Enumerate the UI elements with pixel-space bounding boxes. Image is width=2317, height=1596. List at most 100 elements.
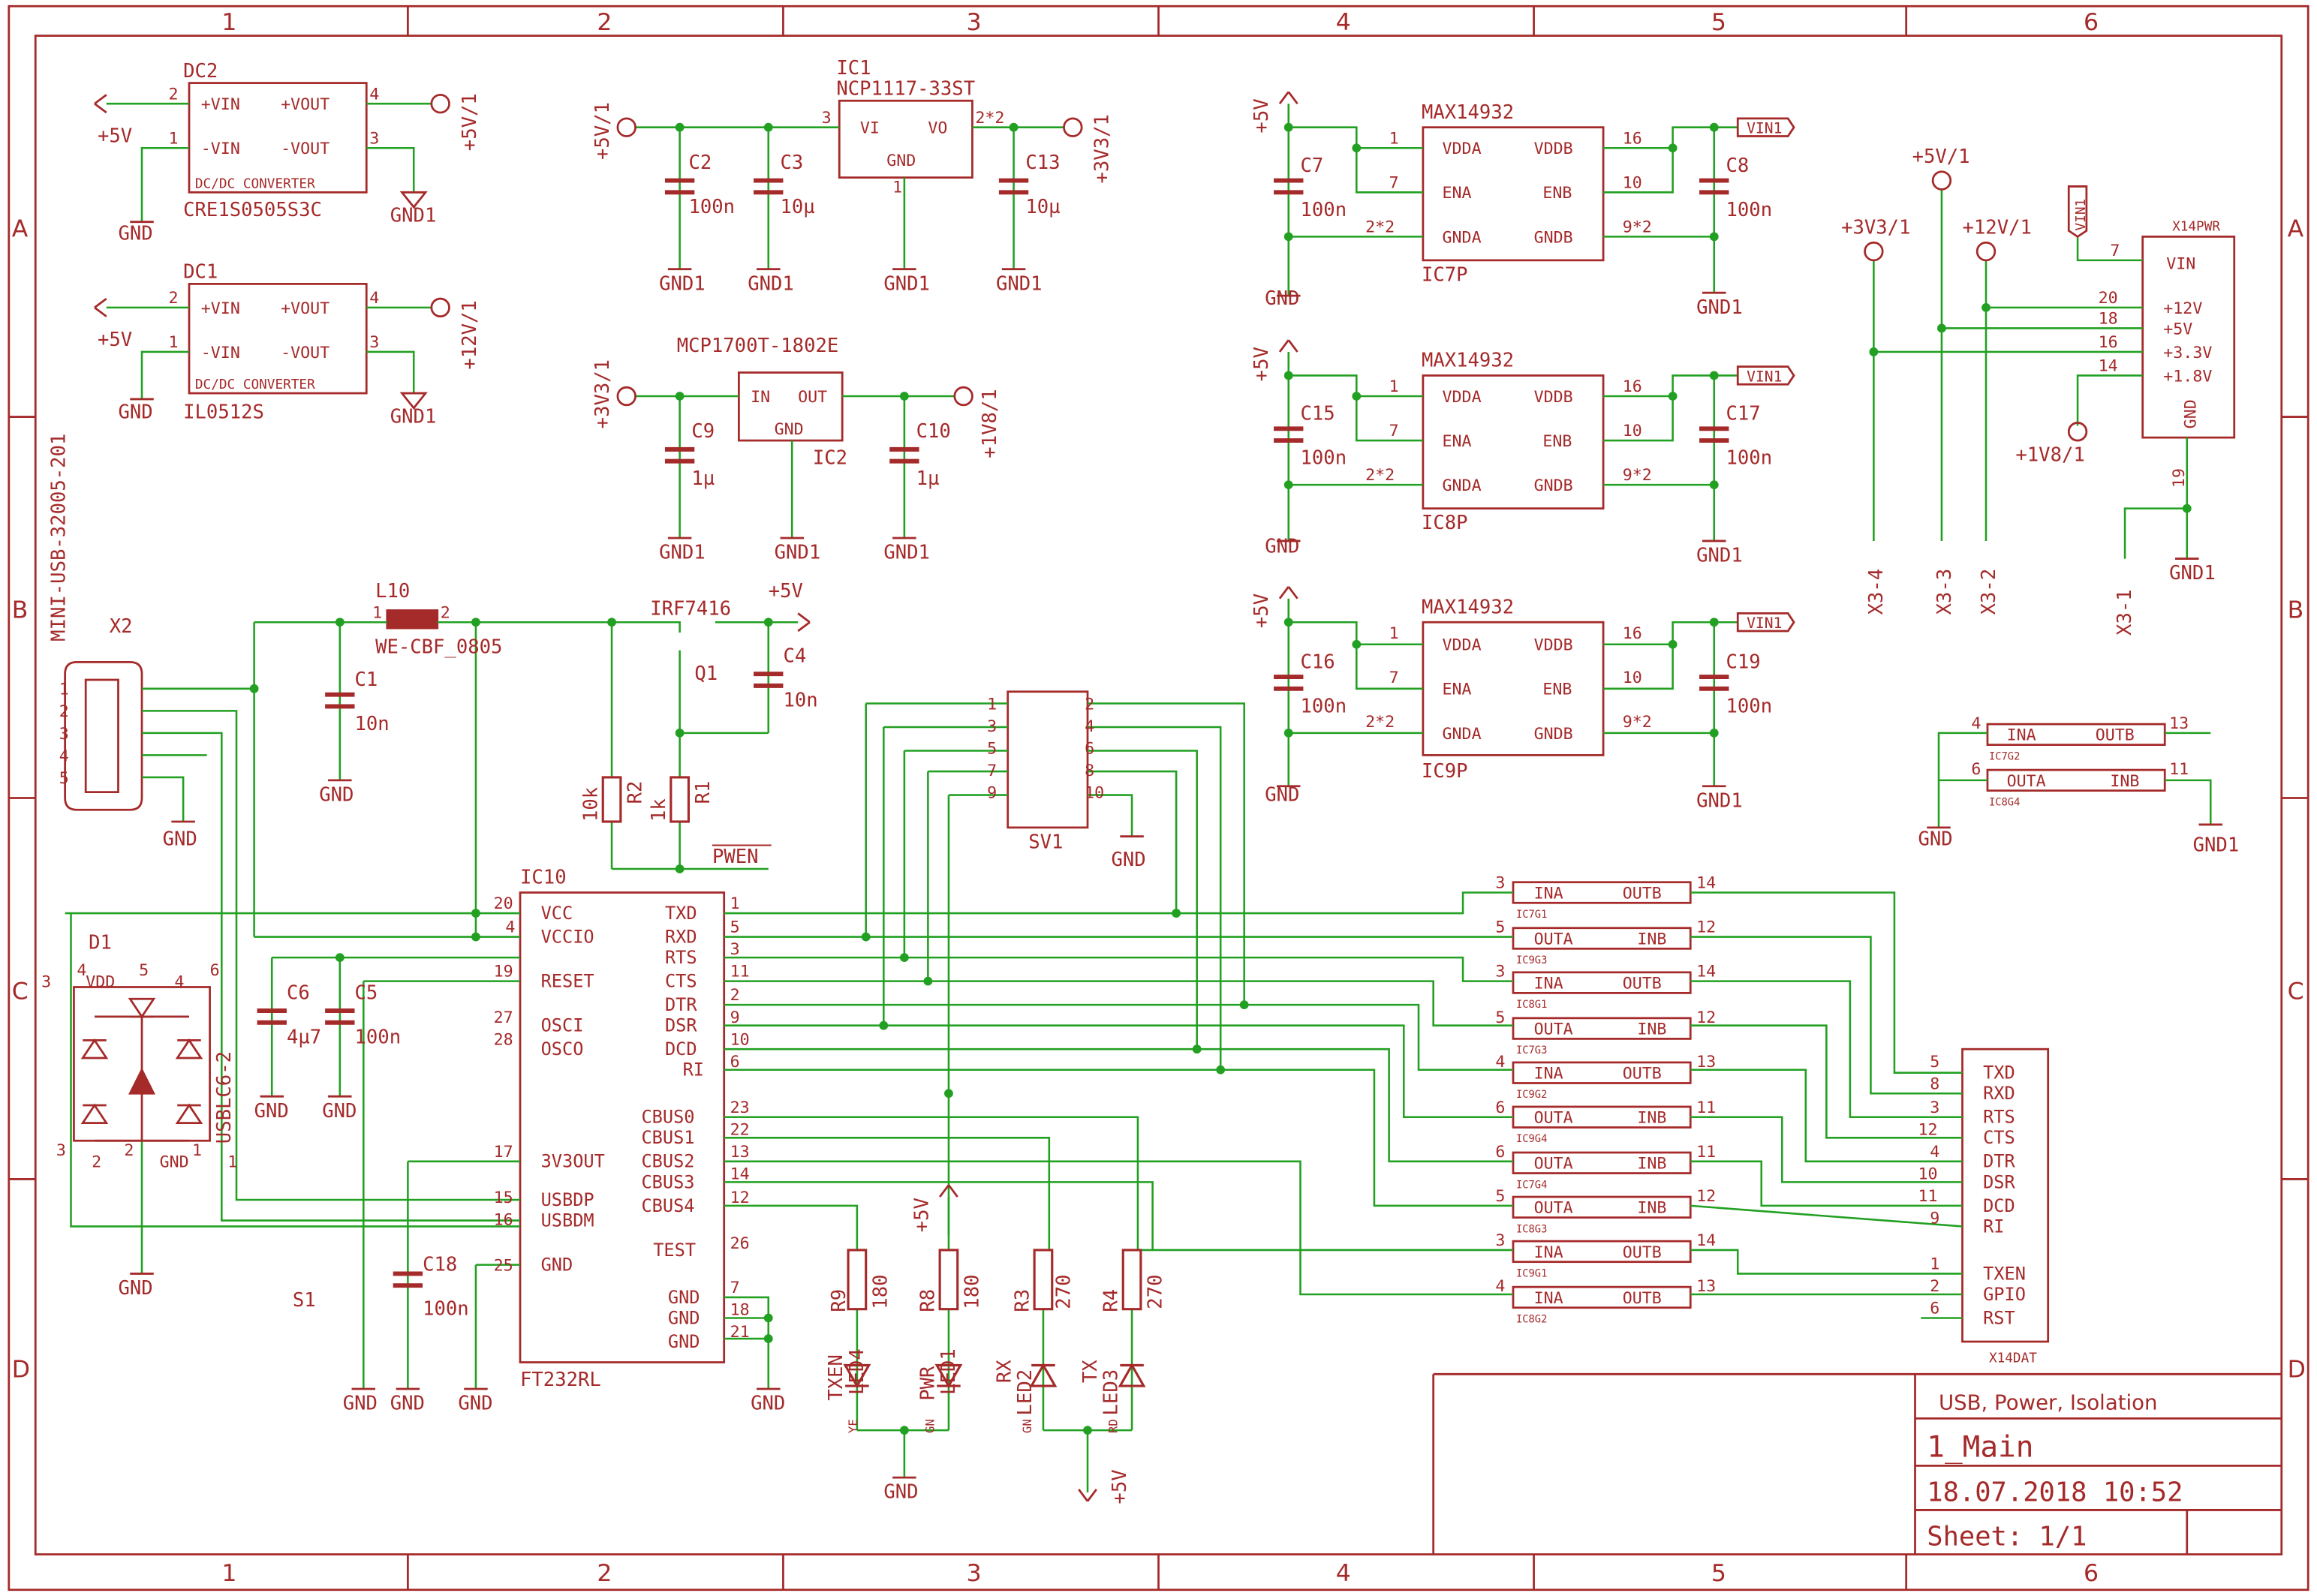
- iso4-tag: IC7G3: [1516, 1044, 1547, 1056]
- svg-text:1: 1: [1389, 129, 1399, 148]
- iso-ic7g2-outb: OUTB: [2096, 726, 2135, 745]
- r4-value: 270: [1144, 1274, 1166, 1309]
- iso5-ina: INA: [1534, 1065, 1563, 1084]
- c5-value: 100n: [355, 1026, 402, 1048]
- leds: [843, 1363, 1146, 1389]
- svg-text:16: 16: [494, 1210, 513, 1229]
- svg-text:4: 4: [77, 961, 86, 980]
- svg-text:10: 10: [730, 1030, 750, 1049]
- x14pwr-1v8-net: +1V8/1: [2015, 444, 2084, 467]
- max3-vdda: VDDA: [1443, 636, 1482, 655]
- iso2-inb: INB: [1637, 930, 1666, 948]
- c18-gnd: GND: [390, 1393, 425, 1415]
- svg-text:4: 4: [174, 973, 184, 992]
- c10-value: 1µ: [916, 467, 940, 490]
- ic10-osco: OSCO: [541, 1038, 584, 1059]
- s1-gnd: GND: [343, 1393, 378, 1415]
- svg-text:7: 7: [730, 1279, 740, 1297]
- ic10-gnd-right: GND: [751, 1393, 785, 1415]
- max2-vin1: VIN1: [1747, 368, 1782, 385]
- iso1-ina: INA: [1534, 884, 1563, 903]
- x14dat-rst: RST: [1983, 1307, 2015, 1328]
- iso6-tag: IC9G4: [1516, 1133, 1547, 1145]
- x14dat-dtr: DTR: [1983, 1151, 2015, 1172]
- svg-text:18: 18: [2099, 310, 2118, 329]
- max1-enb: ENB: [1542, 184, 1572, 203]
- dc2-vin-m: -VIN: [201, 140, 240, 158]
- ic1-gnd: GND: [886, 152, 916, 170]
- col-6: 6: [2084, 9, 2099, 36]
- iso1-tag: IC7G1: [1516, 909, 1547, 921]
- c5-gnd: GND: [322, 1100, 357, 1123]
- svg-text:4: 4: [369, 85, 379, 104]
- ic2-in: IN: [751, 388, 770, 407]
- x14dat-txd: TXD: [1983, 1062, 2015, 1084]
- ic10-label: IC10: [520, 867, 567, 889]
- c1-label: C1: [355, 669, 378, 691]
- svg-text:3: 3: [1930, 1099, 1939, 1117]
- svg-text:9: 9: [730, 1008, 740, 1027]
- iso10-outb: OUTB: [1623, 1289, 1662, 1308]
- svg-text:10: 10: [1918, 1165, 1937, 1183]
- svg-text:1: 1: [1930, 1255, 1939, 1274]
- x14pwr-gnd1: GND1: [2169, 562, 2216, 585]
- x2-gnd: GND: [163, 828, 197, 851]
- ic10-cbus3: CBUS3: [641, 1171, 694, 1192]
- x14dat-ri: RI: [1983, 1216, 2004, 1237]
- iso10-tag: IC8G2: [1516, 1313, 1547, 1325]
- max3-enb: ENB: [1542, 681, 1572, 699]
- svg-text:11: 11: [730, 963, 750, 981]
- iso-ic8g4-inb: INB: [2110, 772, 2139, 791]
- dc1-label: DC1: [183, 261, 218, 284]
- r9-value: 180: [869, 1274, 892, 1309]
- c2-value: 100n: [688, 196, 735, 218]
- svg-text:8: 8: [1085, 762, 1094, 780]
- c3-gnd1: GND1: [748, 272, 794, 295]
- x14dat-label: X14DAT: [1989, 1351, 2037, 1366]
- row-d: D: [12, 1356, 30, 1383]
- c1-value: 10n: [355, 713, 390, 735]
- svg-text:3: 3: [1495, 874, 1505, 893]
- svg-text:2: 2: [441, 603, 450, 622]
- col-2-bottom: 2: [597, 1560, 612, 1587]
- dc2-out: +5V/1: [459, 93, 481, 151]
- q1-out-net: +5V: [769, 580, 803, 603]
- iso-ic8g4-tag: IC8G4: [1989, 796, 2020, 808]
- svg-text:19: 19: [494, 963, 513, 981]
- ic10-cbus1: CBUS1: [641, 1127, 694, 1148]
- col-3-bottom: 3: [967, 1560, 982, 1587]
- x14dat-gpio: GPIO: [1983, 1284, 2026, 1305]
- svg-text:2: 2: [1930, 1277, 1939, 1296]
- svg-text:16: 16: [2099, 333, 2118, 352]
- led4-name: TXEN: [825, 1354, 847, 1401]
- ic10-usbdm: USBDM: [541, 1210, 594, 1231]
- ic10-gnd-b: GND: [668, 1307, 700, 1328]
- ic10-cts: CTS: [665, 971, 697, 992]
- iso1-outb: OUTB: [1623, 884, 1662, 903]
- svg-text:11: 11: [1696, 1143, 1716, 1162]
- led3-color: RD: [1106, 1419, 1120, 1433]
- c6-gnd: GND: [254, 1100, 289, 1123]
- ic10-vcc: VCC: [541, 903, 573, 924]
- d1-vdd: VDD: [86, 973, 115, 992]
- ic1-out-net: +3V3/1: [1091, 114, 1114, 183]
- svg-text:20: 20: [494, 894, 513, 913]
- dc1-conv: DC/DC CONVERTER: [195, 377, 315, 392]
- r9-label: R9: [828, 1289, 850, 1312]
- c16-label: C16: [1301, 651, 1335, 673]
- x14pwr-12v-net: +12V/1: [1963, 216, 2032, 239]
- c15-value: 100n: [1301, 447, 1347, 470]
- dc2-part: CRE1S0505S3C: [183, 199, 322, 221]
- svg-text:4: 4: [505, 918, 515, 937]
- ic10-reset: RESET: [541, 971, 594, 992]
- c19-label: C19: [1726, 651, 1761, 673]
- svg-text:23: 23: [730, 1099, 750, 1117]
- c9-label: C9: [691, 420, 715, 443]
- d1-part: USBLC6-2: [213, 1051, 236, 1144]
- svg-text:16: 16: [1623, 129, 1642, 148]
- c17-label: C17: [1726, 403, 1761, 425]
- iso-br-gnd: GND: [1918, 828, 1952, 851]
- max3-label: IC9P: [1422, 760, 1468, 783]
- ic10-dsr: DSR: [665, 1015, 697, 1036]
